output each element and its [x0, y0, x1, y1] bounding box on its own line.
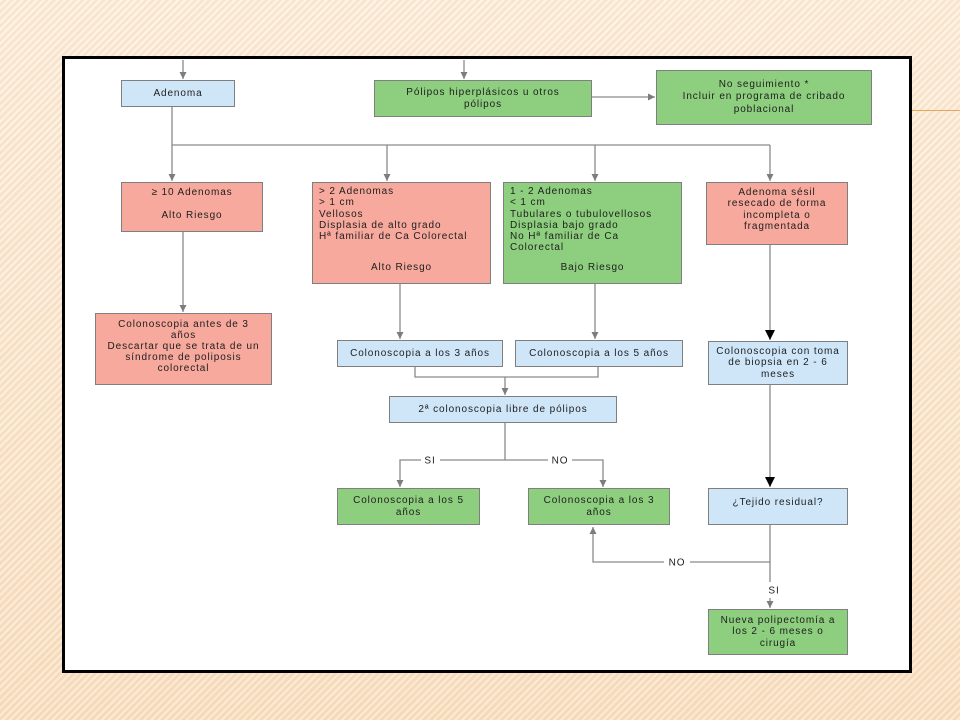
- node-text: No seguimiento *: [718, 78, 810, 90]
- node-adenoma: Adenoma: [121, 80, 235, 107]
- node-text: meses: [761, 368, 795, 380]
- node-segunda-colonoscopia: 2ª colonoscopia libre de pólipos: [389, 396, 617, 423]
- edge-merge-colono: [414, 367, 599, 378]
- node-text: > 2 Adenomas: [319, 186, 395, 197]
- node-text: Displasia de alto grado: [319, 219, 442, 231]
- edge-label-no-tejido: NO: [669, 558, 686, 569]
- node-text: resecado de forma: [727, 198, 827, 210]
- node-text: Colonoscopia con toma: [716, 346, 840, 358]
- risk-label: Alto Riesgo: [161, 209, 223, 221]
- edge-label-si-tejido: SI: [768, 586, 779, 597]
- node-text: Colonoscopia a los 5: [353, 495, 464, 507]
- edge-tejido-no-a: [690, 525, 771, 563]
- risk-label: Alto Riesgo: [370, 261, 433, 273]
- node-text: Tubulares o tubulovellosos: [510, 208, 652, 220]
- node-text: fragmentada: [743, 220, 811, 232]
- node-diez-adenomas: ≥ 10 Adenomas Alto Riesgo: [121, 182, 263, 232]
- node-text: Hª familiar de Ca Colorectal: [319, 231, 468, 243]
- node-no-seguimiento: No seguimiento * Incluir en programa de …: [656, 70, 872, 125]
- node-text: síndrome de poliposis: [125, 352, 242, 363]
- node-colonoscopia-antes-3: Colonoscopia antes de 3 años Descartar q…: [95, 313, 272, 385]
- node-text: Colonoscopia a los 5 años: [529, 347, 669, 359]
- node-text: Displasia bajo grado: [510, 219, 619, 231]
- node-text: Descartar que se trata de un: [107, 341, 260, 352]
- node-text: Vellosos: [319, 208, 364, 220]
- edge-label-si: SI: [424, 456, 435, 467]
- decorative-accent-rule: [911, 110, 960, 111]
- node-text: cirugía: [759, 637, 797, 649]
- node-text: Pólipos hiperplásicos u otros: [406, 87, 560, 99]
- node-polipos-hiperplasicos: Pólipos hiperplásicos u otros pólipos: [374, 80, 592, 117]
- node-text: No Hª familiar de Ca: [510, 231, 619, 243]
- node-colonoscopia-biopsia: Colonoscopia con toma de biopsia en 2 - …: [708, 341, 848, 385]
- node-text: incompleta o: [743, 209, 811, 221]
- node-text: Adenoma: [153, 87, 203, 99]
- node-text: 1 - 2 Adenomas: [510, 186, 593, 197]
- node-text: ¿Tejido residual?: [732, 497, 824, 508]
- edge-si-to-colono-5: [396, 459, 421, 487]
- risk-label: Bajo Riesgo: [560, 261, 625, 273]
- node-alto-riesgo: > 2 Adenomas > 1 cm Vellosos Displasia d…: [312, 182, 491, 284]
- node-text: 2ª colonoscopia libre de pólipos: [418, 403, 588, 415]
- edge-label-no: NO: [552, 456, 569, 467]
- node-text: años: [586, 506, 612, 518]
- node-text: Colorectal: [510, 242, 565, 254]
- node-text: pólipos: [464, 98, 502, 110]
- node-text: Colonoscopia a los 3 años: [350, 347, 490, 359]
- node-text: Incluir en programa de cribado: [682, 91, 846, 103]
- node-adenoma-sesil: Adenoma sésil resecado de forma incomple…: [706, 182, 848, 245]
- node-colonoscopia-3-anos: Colonoscopia a los 3 años: [337, 340, 503, 367]
- edge-tejido-no-to-colono-3: [589, 527, 664, 563]
- edge-no-to-colono-3: [572, 459, 607, 487]
- node-text: Colonoscopia a los 3: [543, 495, 655, 507]
- node-text: ≥ 10 Adenomas: [151, 187, 233, 198]
- node-colonoscopia-5-anos-final: Colonoscopia a los 5 años: [337, 488, 480, 525]
- node-colonoscopia-5-anos: Colonoscopia a los 5 años: [515, 340, 683, 367]
- node-text: Colonoscopia antes de 3: [118, 319, 249, 330]
- node-bajo-riesgo: 1 - 2 Adenomas < 1 cm Tubulares o tubulo…: [503, 182, 682, 284]
- node-text: años: [395, 506, 422, 518]
- node-text: los 2 - 6 meses o: [732, 626, 824, 638]
- node-text: > 1 cm: [319, 197, 355, 209]
- node-text: Adenoma sésil: [738, 187, 816, 198]
- node-text: de biopsia en 2 - 6: [728, 357, 828, 369]
- node-text: poblacional: [733, 103, 795, 115]
- node-tejido-residual: ¿Tejido residual?: [708, 488, 848, 525]
- node-colonoscopia-3-anos-final: Colonoscopia a los 3 años: [528, 488, 670, 525]
- node-text: colorectal: [157, 363, 210, 374]
- node-nueva-polipectomia: Nueva polipectomía a los 2 - 6 meses o c…: [708, 609, 848, 655]
- node-text: < 1 cm: [510, 197, 546, 209]
- node-text: Nueva polipectomía a: [720, 615, 836, 627]
- node-text: años: [170, 330, 197, 341]
